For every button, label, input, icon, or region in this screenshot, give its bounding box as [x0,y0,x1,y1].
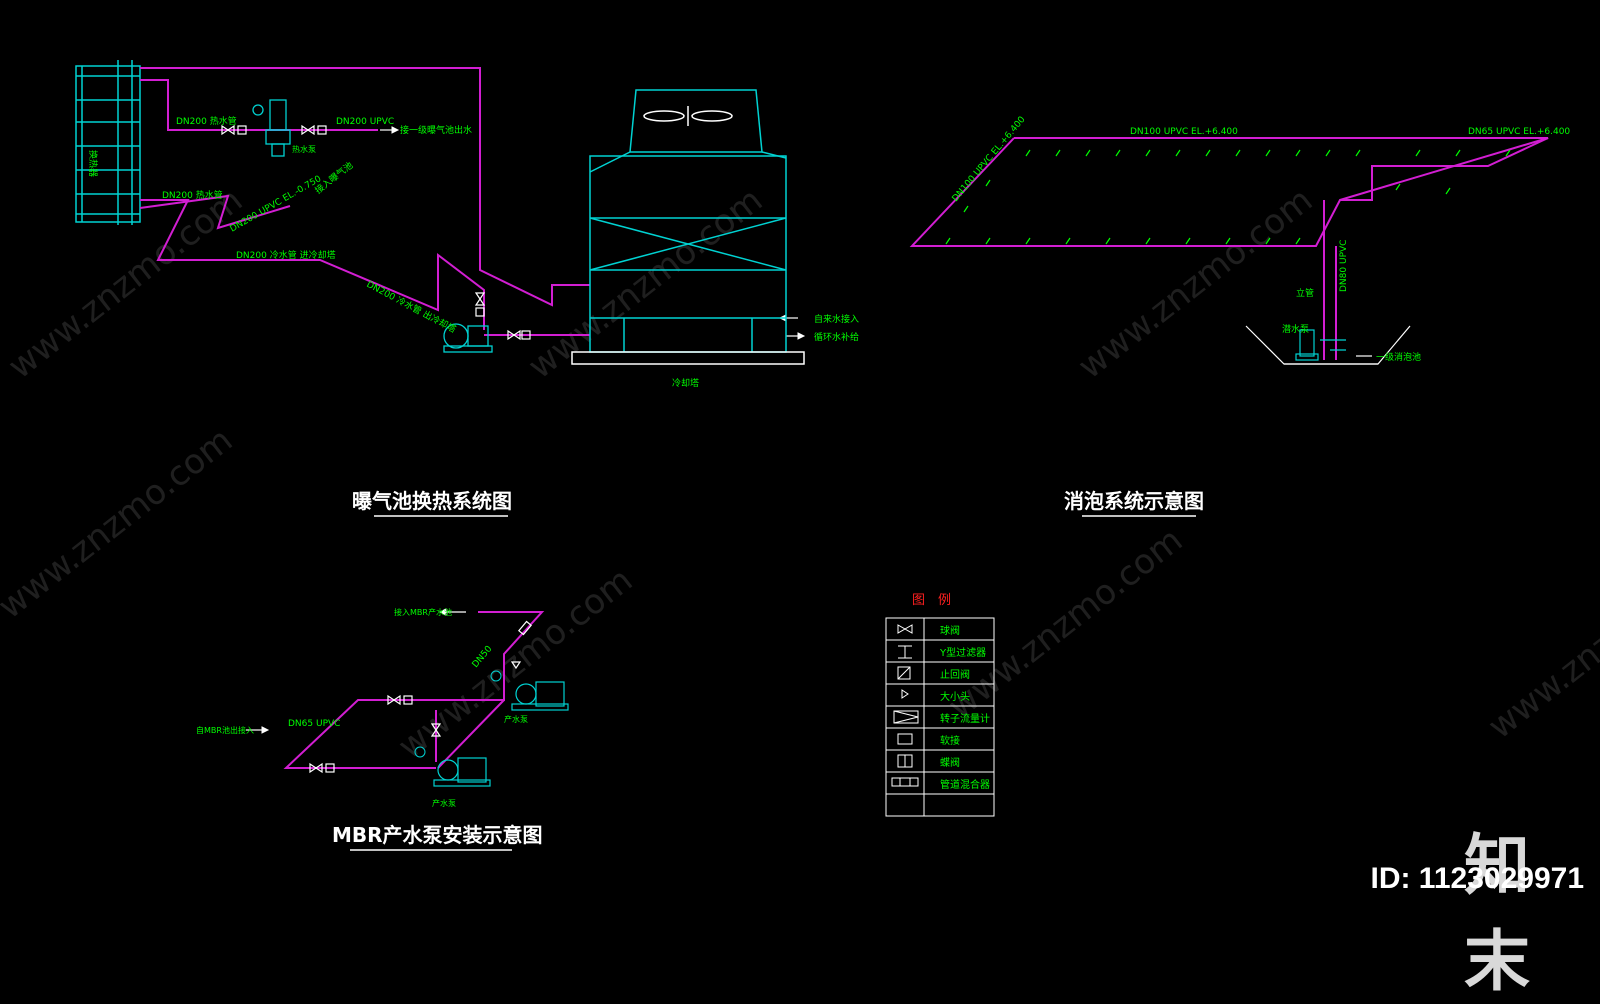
watermark-text: www.znzmo.com [0,420,240,627]
riser-label: 立管 [1296,287,1314,299]
product-pump-lower [433,757,491,787]
pipe-label: DN65 UPVC [288,719,340,729]
mbr-arrows [246,608,466,734]
watermark-text: www.znzmo.com [1481,540,1600,747]
diagram-defoaming: DN100 UPVC EL.+6.400 DN65 UPVC EL.+6.400… [909,115,1570,517]
pipe-label: DN100 UPVC EL.+6.400 [1130,127,1238,137]
legend: 图 例 球阀 Y型过滤器 止回阀 大小头 [885,593,995,817]
pipe-label: 自MBR池出接入 [196,725,254,735]
submersible-pump [1295,329,1346,361]
inline-valves [221,124,531,341]
soft-joint-icon [897,733,913,745]
legend-item-label: 软接 [940,734,960,747]
watermark-text: www.znzmo.com [1071,180,1320,387]
pipe-label: 自来水接入 [814,313,859,325]
pump-label: 产水泵 [432,798,456,808]
defoam-tank [1245,325,1411,365]
pipe-label: 接入MBR产水池 [394,607,452,617]
y-strainer-icon [898,645,912,659]
pipe-label: DN200 冷水管 进冷却塔 [236,249,336,261]
diagram-title: MBR产水泵安装示意图 [332,823,543,847]
legend-item-label: 大小头 [940,690,970,703]
hot-water-pump [252,99,291,157]
brand-logo: 知末 [1464,827,1530,1000]
rotameter-icon [893,710,919,724]
pressure-gauges [414,670,502,758]
legend-item-label: 转子流量计 [940,712,990,725]
legend-item-label: 止回阀 [940,668,970,681]
legend-item-label: 蝶阀 [940,756,960,769]
tank-label: 一级消泡池 [1376,351,1421,363]
legend-item-label: 管道混合器 [940,778,990,791]
check-valve-icon [897,666,911,680]
pipe-label: DN200 热水管 [176,115,237,127]
spray-pipe-network [909,137,1549,360]
butterfly-valve-icon [897,754,913,768]
pipe-label: DN200 热水管 [162,189,223,201]
watermark-text: www.znzmo.com [941,520,1190,727]
reducer-icon [901,689,909,699]
pipe-label: DN80 UPVC [1339,240,1349,292]
pipe-mixer-icon [891,777,919,787]
pump-label: 热水泵 [292,144,316,154]
watermark-text: www.znzmo.com [521,180,770,387]
watermark-layer: www.znzmo.com www.znzmo.com www.znzmo.co… [0,180,1600,767]
pipe-label: 循环水补给 [814,331,859,343]
diagram-mbr-pump: 接入MBR产水池 DN50 DN65 UPVC 自MBR池出接入 产水泵 产水泵… [196,607,569,851]
pump-label: 产水泵 [504,714,528,724]
pump-label: 潜水泵 [1282,323,1309,335]
pipe-label: DN200 冷水管 出冷却塔 [365,278,459,335]
pipe-label: 接一级曝气池出水 [400,124,472,136]
product-pump-upper [511,681,569,711]
pipe-label: DN100 UPVC EL.+6.400 [951,115,1028,204]
circulation-pump [443,323,493,353]
mbr-valves [309,620,533,774]
cooling-tower-label: 冷却塔 [672,377,699,389]
diagram-title: 消泡系统示意图 [1064,489,1204,513]
cooling-tower [571,89,805,365]
spray-nozzles [945,149,1511,245]
legend-item-label: Y型过滤器 [939,646,986,659]
legend-title: 图 例 [912,593,951,608]
pipe-label: DN65 UPVC EL.+6.400 [1468,127,1570,137]
pipe-label: DN200 UPVC [336,117,394,127]
watermark-text: www.znzmo.com [391,560,640,767]
plate-heat-exchanger [75,60,141,225]
legend-symbols [891,624,919,787]
legend-table [885,617,995,817]
heat-exchanger-label: 换热器 [87,150,99,177]
diagram-title: 曝气池换热系统图 [352,489,512,513]
image-id-label: ID: 1123029971 [1370,862,1584,895]
watermark-text: www.znzmo.com [1,180,250,387]
legend-item-label: 球阀 [940,624,960,637]
legend-labels: 球阀 Y型过滤器 止回阀 大小头 转子流量计 软接 蝶阀 管道混合器 [939,624,990,791]
cad-drawing-canvas: www.znzmo.com www.znzmo.com www.znzmo.co… [0,60,1600,851]
ball-valve-icon [897,624,913,634]
